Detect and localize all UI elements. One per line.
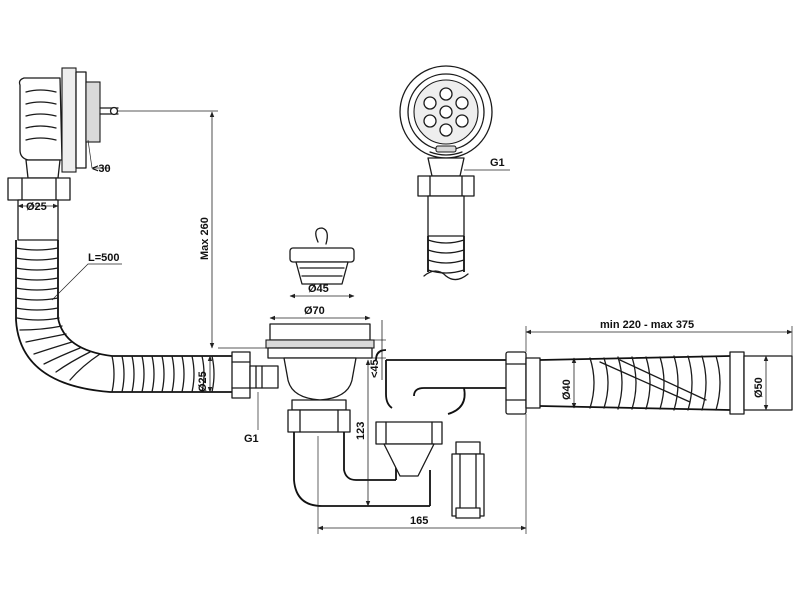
label-dia-45: Ø45	[308, 283, 329, 295]
label-angle-45: <45	[369, 359, 381, 378]
label-angle-30: <30	[92, 163, 111, 175]
dimension-dia-50: Ø50	[753, 355, 769, 411]
outlet-corrugated-hose	[539, 355, 731, 411]
label-length-500: L=500	[88, 252, 120, 264]
dimension-angle-30: <30	[87, 139, 111, 175]
dimension-dia-45: Ø45	[289, 283, 355, 299]
dimension-max-260: Max 260	[118, 110, 268, 349]
label-height-123: 123	[355, 422, 367, 440]
trap-coupling	[375, 421, 485, 519]
overflow-assembly	[7, 67, 119, 241]
overflow-grate-top-view	[399, 65, 493, 159]
label-thread-g1-top: G1	[490, 157, 505, 169]
dimension-dia-70: Ø70	[269, 305, 371, 321]
label-min-max-length: min 220 - max 375	[600, 319, 694, 331]
drain-stopper	[289, 227, 355, 285]
label-dia-25-top: Ø25	[26, 201, 47, 213]
label-dia-25-inlet: Ø25	[197, 371, 209, 392]
dimension-thread-g1-left: G1	[244, 392, 259, 445]
dimension-dia-25-inlet: Ø25	[197, 355, 213, 393]
label-max-260: Max 260	[199, 217, 211, 260]
label-dia-70: Ø70	[304, 305, 325, 317]
dimension-dia-25-top: Ø25	[17, 201, 59, 213]
dimension-thread-g1-top: G1	[464, 157, 510, 171]
drain-body	[265, 323, 375, 433]
dimension-dia-40: Ø40	[561, 357, 577, 409]
label-width-165: 165	[410, 515, 428, 527]
outlet-nut	[505, 351, 541, 415]
inlet-connector	[231, 351, 279, 399]
dimension-min-max-length: min 220 - max 375	[525, 319, 793, 356]
label-dia-50: Ø50	[753, 377, 765, 398]
label-thread-g1-left: G1	[244, 433, 259, 445]
overflow-grate-connector	[417, 157, 475, 281]
label-dia-40: Ø40	[561, 379, 573, 400]
dimension-width-165: 165	[317, 414, 527, 534]
dimension-height-123: 123	[355, 359, 371, 507]
dimension-length-500: L=500	[51, 252, 122, 301]
corrugated-flex-hose	[15, 240, 232, 393]
